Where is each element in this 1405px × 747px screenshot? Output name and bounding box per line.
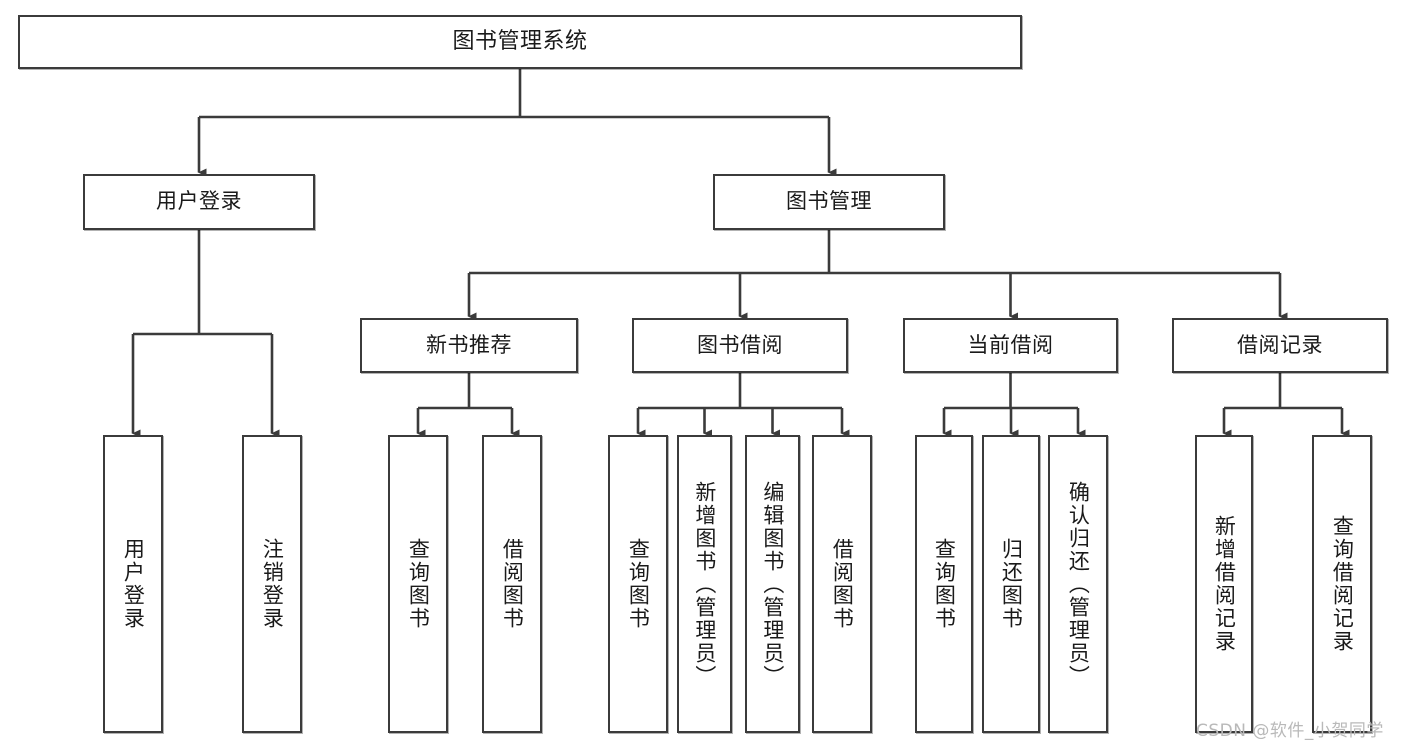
node-label: 用户登录	[121, 538, 146, 630]
node-label: 查询图书	[406, 538, 431, 630]
node-book-manage: 图书管理	[713, 174, 945, 230]
node-new-book-rec: 新书推荐	[360, 318, 578, 373]
node-label: 新增图书（管理员）	[692, 480, 717, 688]
node-leaf-query-record: 查询借阅记录	[1312, 435, 1372, 733]
node-label: 借阅记录	[1237, 332, 1323, 357]
node-leaf-add-record: 新增借阅记录	[1195, 435, 1253, 733]
node-leaf-edit-book: 编辑图书（管理员）	[745, 435, 800, 733]
node-leaf-add-book: 新增图书（管理员）	[677, 435, 732, 733]
node-leaf-user-login: 用户登录	[103, 435, 163, 733]
node-leaf-confirm-return: 确认归还（管理员）	[1048, 435, 1108, 733]
node-label: 新书推荐	[426, 332, 512, 357]
node-label: 查询图书	[932, 538, 957, 630]
node-leaf-query-book-1: 查询图书	[388, 435, 448, 733]
node-leaf-return-book: 归还图书	[982, 435, 1040, 733]
node-current-borrow: 当前借阅	[903, 318, 1118, 373]
node-label: 注销登录	[260, 538, 285, 630]
node-root: 图书管理系统	[18, 15, 1022, 69]
node-leaf-query-book-3: 查询图书	[915, 435, 973, 733]
node-label: 图书借阅	[697, 332, 783, 357]
node-book-borrow: 图书借阅	[632, 318, 848, 373]
node-leaf-user-logout: 注销登录	[242, 435, 302, 733]
node-label: 新增借阅记录	[1212, 515, 1237, 653]
node-label: 归还图书	[999, 538, 1024, 630]
node-label: 图书管理系统	[452, 28, 588, 54]
node-label: 借阅图书	[500, 538, 525, 630]
node-label: 编辑图书（管理员）	[760, 480, 785, 688]
node-leaf-query-book-2: 查询图书	[608, 435, 668, 733]
node-label: 当前借阅	[967, 332, 1054, 357]
node-label: 查询图书	[626, 538, 651, 630]
node-label: 查询借阅记录	[1330, 515, 1355, 653]
node-borrow-record: 借阅记录	[1172, 318, 1388, 373]
node-leaf-borrow-book-1: 借阅图书	[482, 435, 542, 733]
node-user-login: 用户登录	[83, 174, 315, 230]
node-label: 用户登录	[156, 189, 242, 214]
node-label: 借阅图书	[830, 538, 855, 630]
node-label: 确认归还（管理员）	[1066, 480, 1091, 688]
node-label: 图书管理	[786, 189, 872, 214]
node-leaf-borrow-book-2: 借阅图书	[812, 435, 872, 733]
